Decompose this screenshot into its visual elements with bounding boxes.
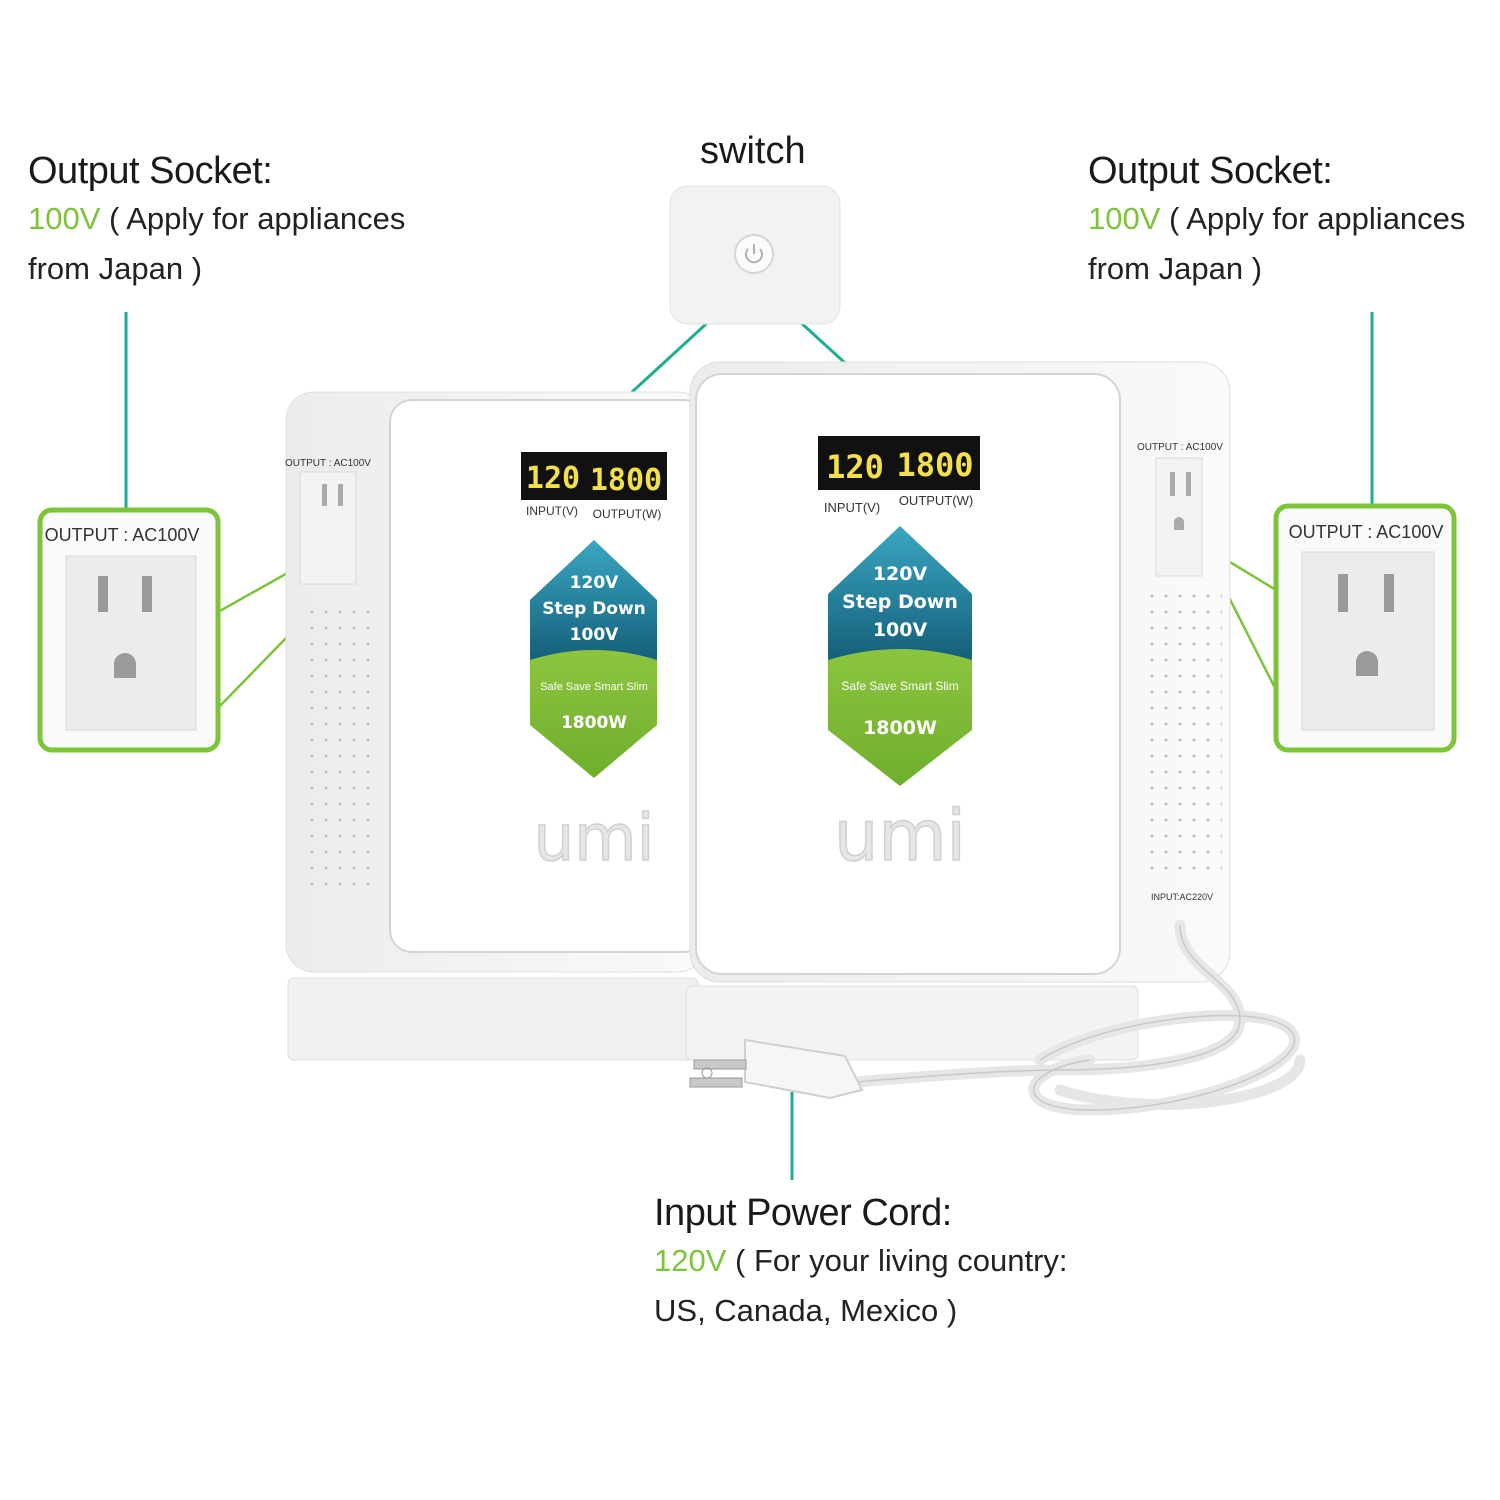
r-side-in-text: INPUT:AC220V: [1151, 892, 1213, 902]
power-icon: [745, 244, 763, 264]
right-step-down-badge: 120V Step Down 100V Safe Save Smart Slim…: [828, 526, 972, 786]
r-b5-text: 1800W: [863, 717, 937, 739]
l-b5-text: 1800W: [561, 713, 627, 733]
left-socket-zoom: OUTPUT : AC100V: [37, 507, 221, 753]
power-switch[interactable]: [669, 185, 841, 325]
right-socket-label: OUTPUT : AC100V: [1289, 522, 1444, 542]
l-led-out-text: 1800: [590, 463, 662, 498]
converter-left: OUTPUT : AC100V 120 1800 INPUT(V) OUTPUT…: [285, 391, 707, 1061]
r-lbl-in-text: INPUT(V): [824, 500, 880, 515]
l-b3-text: 100V: [570, 625, 619, 645]
switch-label: switch: [700, 130, 806, 172]
right-led-display: 120 1800 INPUT(V) OUTPUT(W): [818, 436, 980, 515]
left-output-callout: Output Socket: 100V ( Apply for applianc…: [28, 148, 448, 294]
us-plug: [689, 1038, 864, 1100]
r-b4-text: Safe Save Smart Slim: [841, 679, 958, 693]
r-side-out-text: OUTPUT : AC100V: [1137, 442, 1223, 453]
right-socket-zoom: OUTPUT : AC100V: [1273, 503, 1457, 753]
l-led-in-text: 120: [526, 461, 580, 496]
right-brand-logo: umi: [834, 795, 966, 877]
r-b1-text: 120V: [873, 563, 928, 585]
left-callout-line1: 100V ( Apply for appliances: [28, 201, 406, 236]
converter-right: OUTPUT : AC100V INPUT:AC220V 120 1800 IN…: [685, 361, 1231, 1061]
l-b1-text: 120V: [570, 573, 619, 593]
left-callout-line2: from Japan ): [28, 251, 203, 286]
left-brand-logo: umi: [534, 802, 655, 876]
l-b2-text: Step Down: [542, 599, 646, 619]
input-callout-line2: US, Canada, Mexico ): [654, 1293, 958, 1328]
left-led-display: 120 1800 INPUT(V) OUTPUT(W): [521, 452, 667, 521]
r-led-in-text: 120: [826, 448, 884, 486]
l-lbl-in-text: INPUT(V): [526, 504, 578, 518]
l-lbl-out-text: OUTPUT(W): [593, 507, 662, 521]
power-cord-outline: [829, 924, 1296, 1111]
right-callout-line2: from Japan ): [1088, 251, 1263, 286]
right-callout-title: Output Socket:: [1088, 150, 1333, 192]
right-callout-line1: 100V ( Apply for appliances: [1088, 201, 1466, 236]
r-b2-text: Step Down: [842, 591, 958, 613]
r-lbl-out-text: OUTPUT(W): [899, 493, 973, 508]
left-socket-label: OUTPUT : AC100V: [45, 525, 200, 545]
left-callout-title: Output Socket:: [28, 150, 273, 192]
input-callout-title: Input Power Cord:: [654, 1192, 952, 1234]
input-cord-callout: Input Power Cord: 120V ( For your living…: [654, 1190, 1114, 1336]
r-led-out-text: 1800: [896, 446, 973, 484]
right-output-callout: Output Socket: 100V ( Apply for applianc…: [1088, 148, 1498, 294]
r-b3-text: 100V: [873, 619, 928, 641]
l-side-out-text: OUTPUT : AC100V: [285, 458, 371, 469]
l-b4-text: Safe Save Smart Slim: [540, 681, 648, 693]
input-callout-line1: 120V ( For your living country:: [654, 1243, 1068, 1278]
left-step-down-badge: 120V Step Down 100V Safe Save Smart Slim…: [530, 540, 657, 778]
